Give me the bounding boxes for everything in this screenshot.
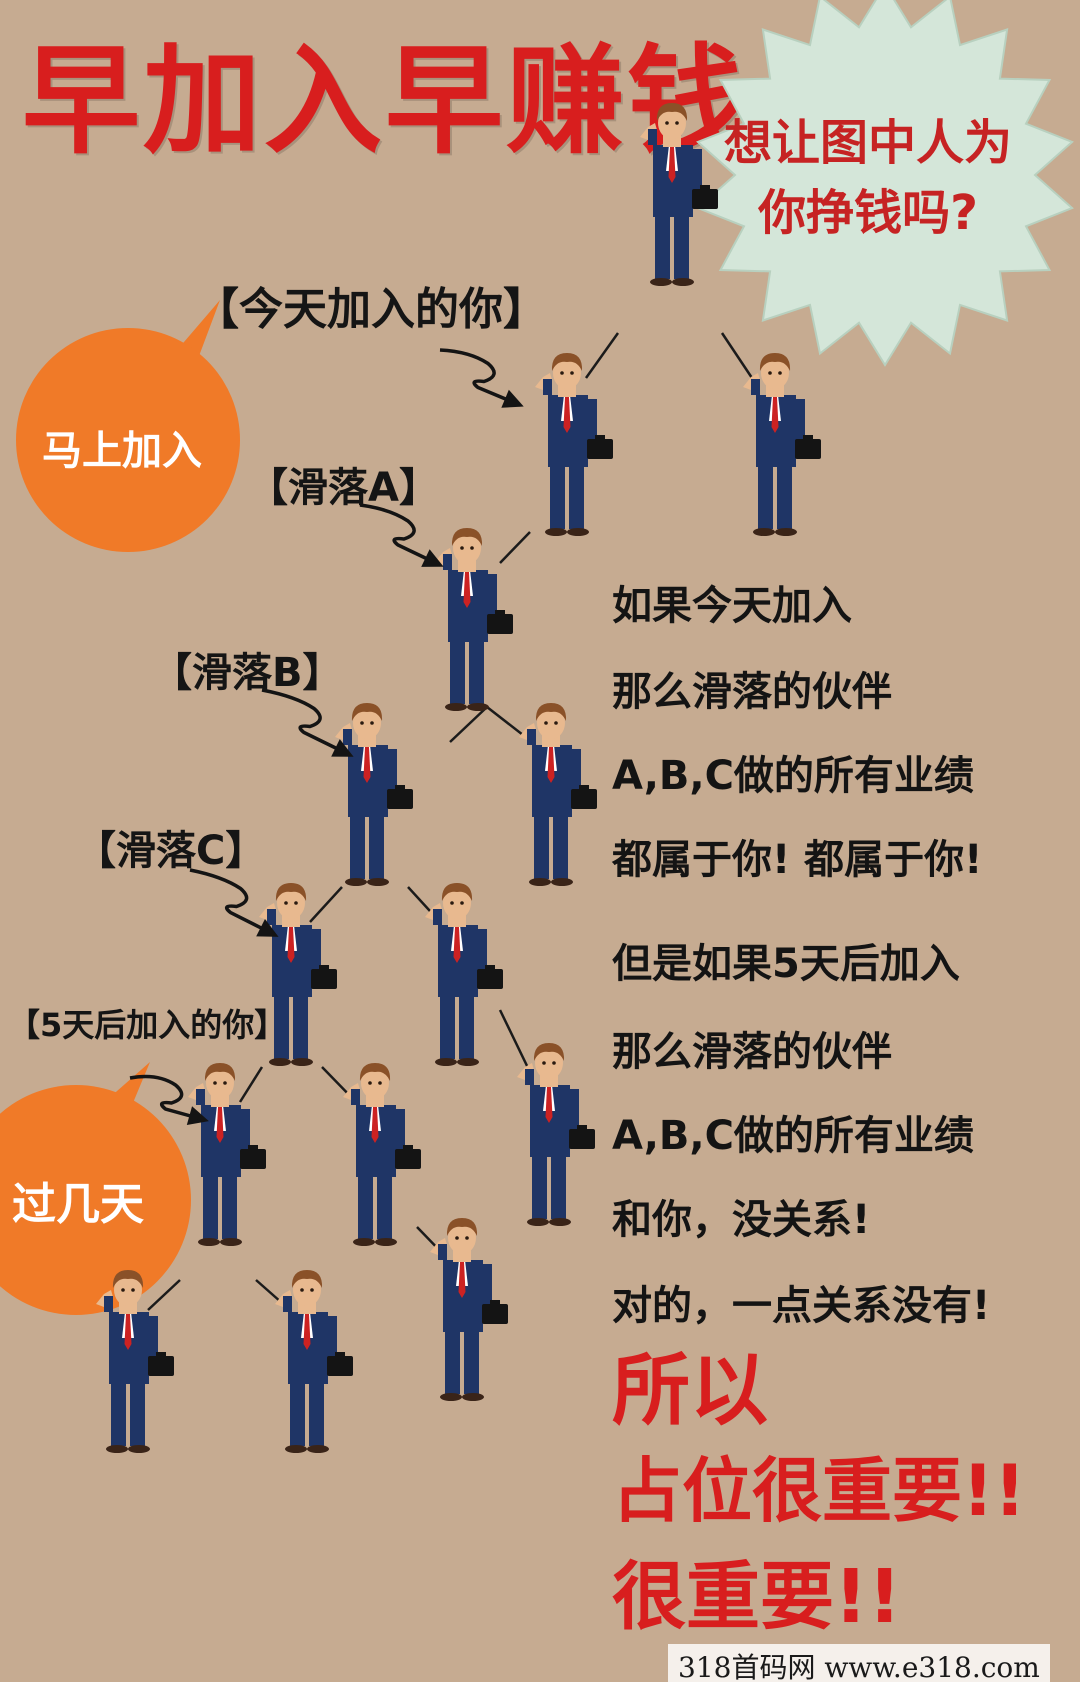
few-days-bubble <box>0 1062 191 1315</box>
block2-line-1: 但是如果5天后加入 <box>612 941 960 987</box>
loop-arrow-icon <box>189 868 276 937</box>
arrow-head-icon <box>256 919 279 937</box>
businessman-icon <box>519 703 597 886</box>
loop-arrow-icon <box>439 348 521 407</box>
businessman-icon <box>743 353 821 536</box>
block1-line-2: 那么滑落的伙伴 <box>612 669 892 715</box>
loop-arrow-icon <box>261 688 351 757</box>
block2-line-4: 和你，没关系! <box>612 1197 871 1243</box>
businessman-icon <box>343 1063 421 1246</box>
join-now-bubble <box>16 300 240 552</box>
block2-line-5: 对的，一点关系没有! <box>612 1283 991 1329</box>
businessman-icon <box>335 703 413 886</box>
loop-arrow-icon <box>129 1074 206 1122</box>
tree-connector-line <box>498 1009 531 1071</box>
slide-c-label: 【滑落C】 <box>76 828 266 874</box>
tree-connector-line <box>720 332 754 379</box>
arrow-head-icon <box>501 389 524 408</box>
starburst-line-1: 想让图中人为 <box>723 115 1012 171</box>
loop-arrow-icon <box>359 503 441 567</box>
slide-b-label: 【滑落B】 <box>152 650 343 696</box>
five-days-you-label: 【5天后加入的你】 <box>8 1006 287 1044</box>
tree-connector-line <box>499 531 531 564</box>
join-now-bubble-text: 马上加入 <box>42 428 202 474</box>
starburst-line-2: 你挣钱吗? <box>758 185 978 241</box>
block2-line-3: A,B,C做的所有业绩 <box>612 1113 974 1159</box>
businessman-icon <box>517 1043 595 1226</box>
arrow-head-icon <box>331 739 354 757</box>
businessman-icon <box>275 1270 353 1453</box>
conclusion-line-1: 所以 <box>612 1346 769 1436</box>
businessman-icon <box>425 883 503 1066</box>
businessman-icon <box>535 353 613 536</box>
few-days-bubble-text: 过几天 <box>12 1179 144 1230</box>
conclusion-line-2: 占位很重要!! <box>612 1450 1026 1532</box>
block1-line-1: 如果今天加入 <box>612 583 852 629</box>
starburst-text: 想让图中人为 你挣钱吗? <box>718 108 1018 248</box>
arrow-head-icon <box>421 549 444 567</box>
tree-connector-line <box>449 706 488 743</box>
tree-connector-line <box>238 1066 264 1103</box>
today-you-label: 【今天加入的你】 <box>195 284 547 335</box>
arrow-head-icon <box>186 1106 209 1126</box>
poster-title: 早加入早赚钱 <box>22 32 749 170</box>
starburst-badge <box>696 0 1074 367</box>
businessman-icon <box>188 1063 266 1246</box>
tree-connector-line <box>147 1279 181 1311</box>
block2-line-2: 那么滑落的伙伴 <box>612 1029 892 1075</box>
businessman-icon <box>640 103 718 286</box>
site-watermark-label: 318首码网 www.e318.com <box>668 1644 1050 1682</box>
block1-line-3: A,B,C做的所有业绩 <box>612 753 974 799</box>
slide-a-label: 【滑落A】 <box>248 465 439 511</box>
conclusion-line-3: 很重要!! <box>612 1554 902 1640</box>
businessman-icon <box>435 528 513 711</box>
tree-connector-line <box>309 886 343 923</box>
tree-connector-line <box>584 332 620 379</box>
block1-line-4: 都属于你! 都属于你! <box>612 837 983 883</box>
businessman-icon <box>430 1218 508 1401</box>
